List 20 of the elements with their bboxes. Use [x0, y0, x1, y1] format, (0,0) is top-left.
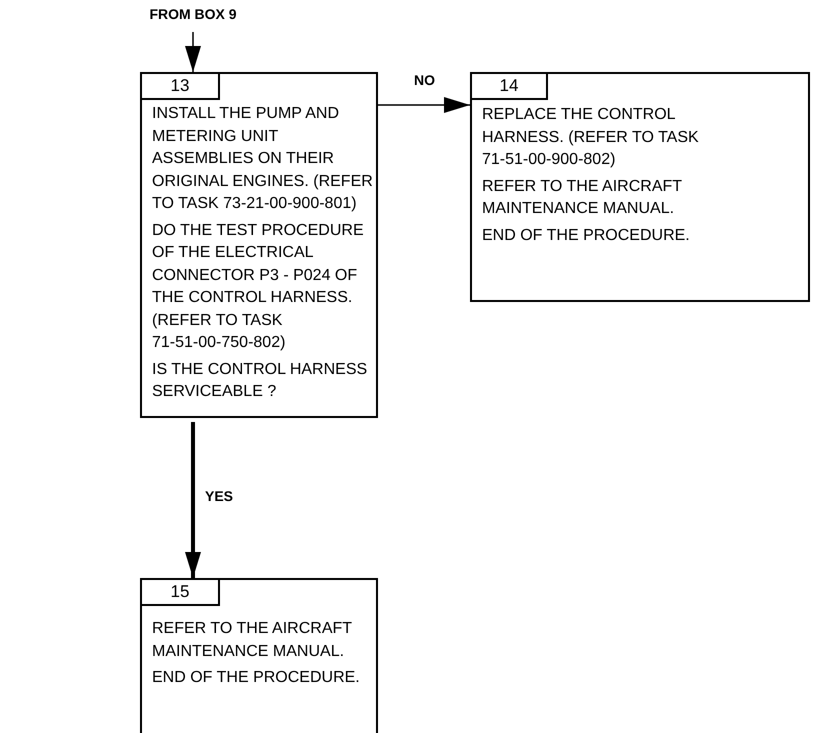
process-box — [140, 578, 378, 733]
step-text: INSTALL THE PUMP AND METERING UNIT ASSEMBLIES ON THEIR ORIGINAL ENGINES. (REFER TO TASK 73-21-00-900-801) — [151, 104, 374, 214]
step-text: REPLACE THE CONTROL HARNESS. (REFER TO TASK 71-51-00-900-802) — [481, 105, 700, 170]
arrow — [185, 32, 201, 72]
arrow — [185, 422, 201, 578]
process-box — [140, 72, 378, 418]
source-label: FROM BOX 9 — [120, 6, 266, 28]
step-text: REFER TO THE AIRCRAFT MAINTENANCE MANUAL. — [481, 176, 683, 219]
step-number-tab: 15 — [142, 580, 220, 606]
step-text: DO THE TEST PROCEDURE OF THE ELECTRICAL CONNECTOR P3 - P024 OF THE CONTROL HARNESS. (REFER TO TASK 71-51-00-750-802) — [151, 220, 365, 353]
arrow — [378, 97, 470, 113]
step-text: END OF THE PROCEDURE. — [151, 668, 361, 688]
step-number-tab: 13 — [142, 74, 220, 100]
edge-label: YES — [203, 488, 236, 504]
process-box — [470, 72, 810, 302]
step-number-tab: 14 — [472, 74, 548, 100]
step-text: REFER TO THE AIRCRAFT MAINTENANCE MANUAL. — [151, 619, 353, 662]
step-text: END OF THE PROCEDURE. — [481, 226, 691, 246]
edge-label: NO — [412, 72, 437, 88]
step-text: IS THE CONTROL HARNESS SERVICEABLE ? — [151, 360, 368, 402]
